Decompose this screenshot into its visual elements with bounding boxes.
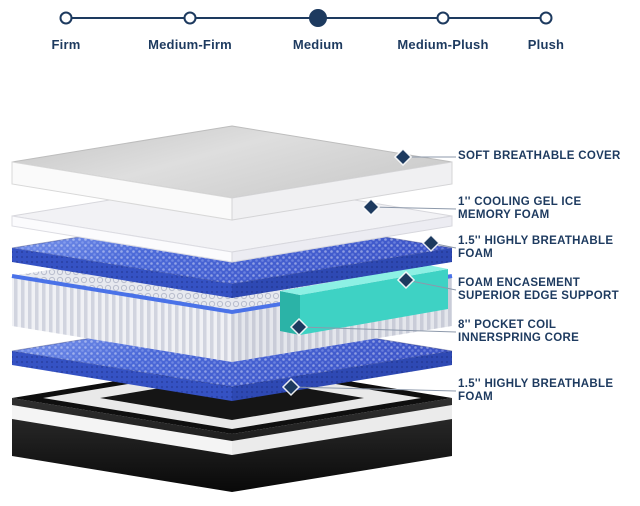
label-pocket-coil-core: 8'' POCKET COIL INNERSPRING CORE bbox=[458, 319, 638, 345]
label-line: 1'' COOLING GEL ICE bbox=[458, 196, 582, 208]
mattress-diagram bbox=[11, 125, 457, 492]
diamond-marker-icon bbox=[421, 233, 441, 253]
label-line: SUPERIOR EDGE SUPPORT bbox=[458, 290, 619, 302]
label-line: 1.5'' HIGHLY BREATHABLE bbox=[458, 378, 614, 390]
leader-line bbox=[298, 326, 457, 333]
scale-dot-icon[interactable] bbox=[59, 11, 73, 25]
scale-label: Medium-Plush bbox=[397, 37, 489, 52]
scale-dot-icon[interactable] bbox=[436, 11, 450, 25]
label-line: FOAM ENCASEMENT bbox=[458, 277, 581, 289]
diamond-marker-icon bbox=[281, 377, 301, 397]
firmness-scale: Firm Medium-Firm Medium Medium-Plush Plu… bbox=[0, 0, 640, 70]
leader-line bbox=[370, 206, 457, 210]
scale-dot-icon[interactable] bbox=[183, 11, 197, 25]
label-line: SOFT BREATHABLE COVER bbox=[458, 150, 621, 162]
label-line: FOAM bbox=[458, 248, 494, 260]
scale-dot-icon[interactable] bbox=[309, 9, 327, 27]
label-bottom-breathable-foam: 1.5'' HIGHLY BREATHABLE FOAM bbox=[458, 378, 638, 404]
scale-track bbox=[66, 17, 546, 19]
diamond-marker-icon bbox=[361, 197, 381, 217]
scale-label: Plush bbox=[527, 37, 565, 52]
cover-layer bbox=[11, 125, 453, 221]
label-top-breathable-foam: 1.5'' HIGHLY BREATHABLE FOAM bbox=[458, 235, 638, 261]
leader-line bbox=[405, 279, 457, 291]
label-soft-breathable-cover: SOFT BREATHABLE COVER bbox=[458, 150, 638, 163]
marker-group bbox=[281, 147, 457, 397]
scale-label: Medium bbox=[292, 37, 344, 52]
label-line: 8'' POCKET COIL bbox=[458, 319, 557, 331]
scale-dot-icon[interactable] bbox=[539, 11, 553, 25]
label-foam-encasement: FOAM ENCASEMENT SUPERIOR EDGE SUPPORT bbox=[458, 277, 638, 303]
diamond-marker-icon bbox=[289, 317, 309, 337]
scale-label: Firm bbox=[51, 37, 81, 52]
diamond-marker-icon bbox=[396, 270, 416, 290]
label-line: 1.5'' HIGHLY BREATHABLE bbox=[458, 235, 614, 247]
leader-line bbox=[290, 386, 457, 392]
label-line: FOAM bbox=[458, 391, 494, 403]
diamond-marker-icon bbox=[393, 147, 413, 167]
label-line: MEMORY FOAM bbox=[458, 209, 550, 221]
label-line: INNERSPRING CORE bbox=[458, 332, 580, 344]
label-cooling-gel-memory-foam: 1'' COOLING GEL ICE MEMORY FOAM bbox=[458, 196, 638, 222]
scale-label: Medium-Firm bbox=[148, 37, 232, 52]
